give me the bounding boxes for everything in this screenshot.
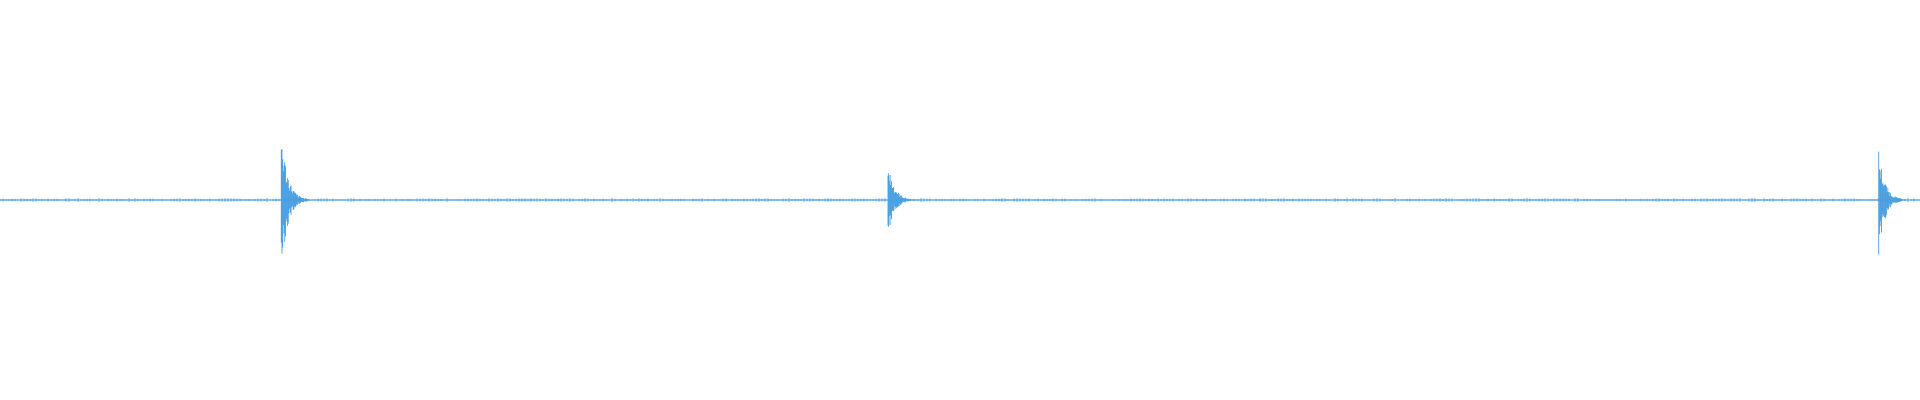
waveform-bursts — [0, 149, 1918, 255]
waveform-burst — [887, 173, 916, 227]
waveform-burst — [280, 149, 310, 254]
waveform-burst — [1878, 151, 1907, 255]
